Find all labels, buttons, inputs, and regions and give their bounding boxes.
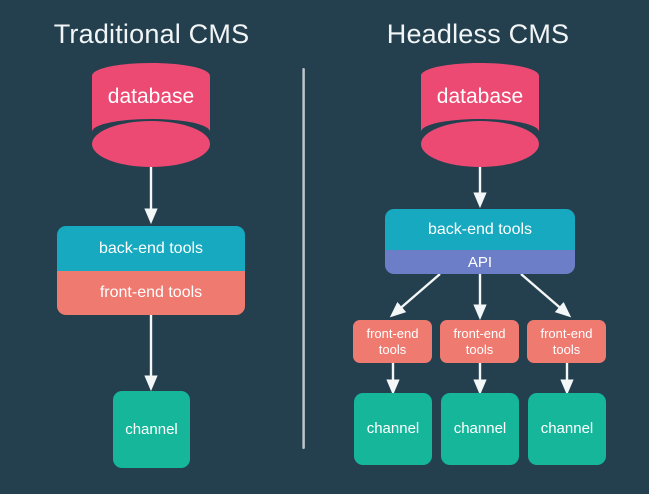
left-tools-stack: back-end tools front-end tools	[57, 226, 245, 315]
right-panel-title: Headless CMS	[386, 19, 570, 49]
channel-label-1: channel	[366, 420, 420, 438]
right-database-label: database	[436, 85, 524, 108]
frontend-tools-box-3[interactable]: front-end tools	[527, 320, 606, 363]
left-frontend-tools-label: front-end tools	[99, 284, 203, 301]
channel-box-2[interactable]: channel	[441, 393, 519, 465]
channel-label-3: channel	[540, 420, 594, 438]
left-backend-tools-box[interactable]: back-end tools	[57, 226, 245, 271]
channel-box-1[interactable]: channel	[354, 393, 432, 465]
left-database-cylinder	[90, 62, 212, 172]
left-frontend-tools-box[interactable]: front-end tools	[57, 271, 245, 315]
api-label: API	[467, 253, 493, 271]
right-backend-tools-box[interactable]: back-end tools	[385, 209, 575, 250]
frontend-tools-label-1: front-end tools	[366, 326, 419, 357]
left-backend-tools-label: back-end tools	[98, 239, 204, 257]
left-panel-title: Traditional CMS	[53, 19, 250, 49]
left-database-label: database	[107, 85, 195, 108]
arrow-api-to-frontend-1	[389, 273, 441, 318]
frontend-tools-box-2[interactable]: front-end tools	[440, 320, 519, 363]
right-backend-tools-label: back-end tools	[427, 220, 533, 238]
frontend-tools-box-1[interactable]: front-end tools	[353, 320, 432, 363]
vertical-divider	[302, 68, 305, 449]
left-channel-label: channel	[125, 420, 178, 438]
right-backend-api-stack: back-end tools API	[385, 209, 575, 274]
database-shape-icon	[421, 63, 539, 167]
frontend-tools-label-2: front-end tools	[453, 326, 506, 357]
left-channel-box[interactable]: channel	[113, 391, 190, 468]
right-database-cylinder	[419, 62, 541, 172]
arrow-api-to-frontend-3	[520, 273, 572, 318]
frontend-tools-label-3: front-end tools	[540, 326, 593, 357]
channel-label-2: channel	[453, 420, 507, 438]
channel-box-3[interactable]: channel	[528, 393, 606, 465]
database-shape-icon	[92, 63, 210, 167]
api-box[interactable]: API	[385, 250, 575, 274]
